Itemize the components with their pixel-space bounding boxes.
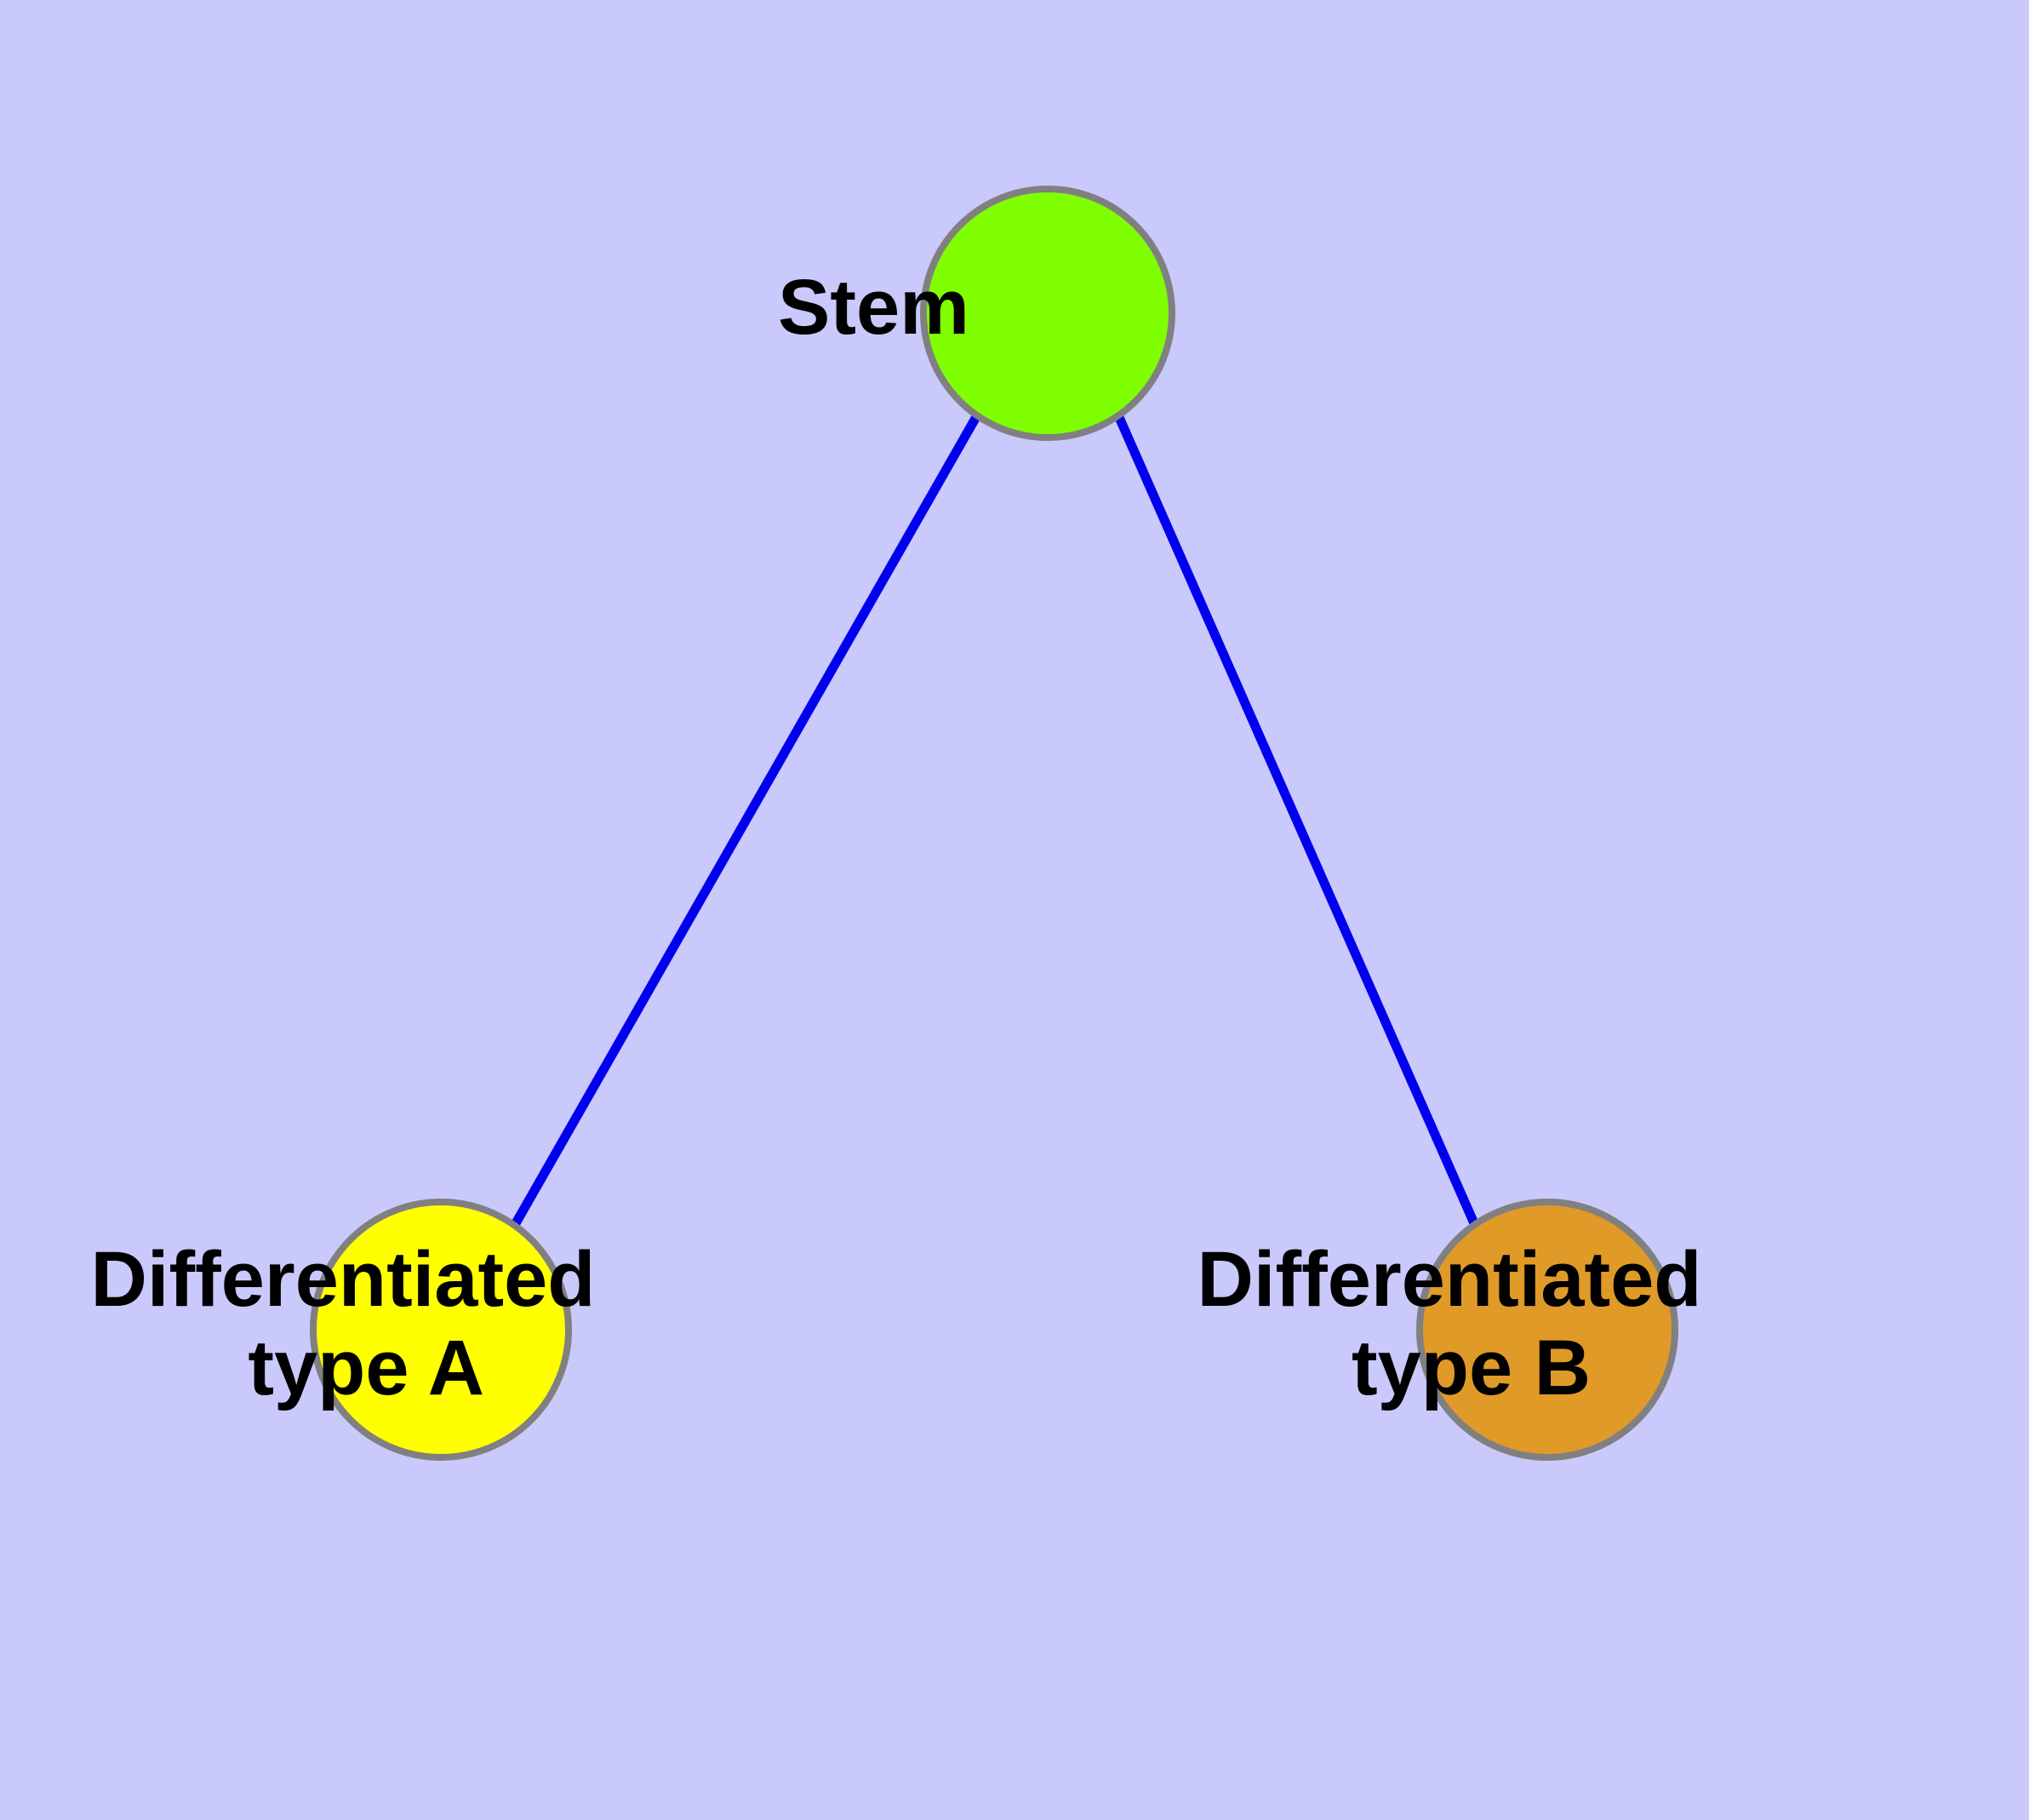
node-differentiated-type-b-circle[interactable] (1416, 1199, 1678, 1461)
node-stem-label: Stem (778, 0, 1317, 351)
edge-stem-to-differentiated-type-a[interactable] (512, 413, 981, 1226)
edges-layer (512, 413, 1479, 1226)
node-differentiated-type-b-label: Differentiated type B (1197, 0, 1897, 1411)
node-stem-circle[interactable] (920, 186, 1175, 441)
node-differentiated-type-a-circle[interactable] (310, 1199, 572, 1461)
node-differentiated-type-b-label-line1: Differentiated (1197, 1236, 1701, 1323)
labels-layer: Stem Differentiated type A Differentiate… (90, 0, 1897, 1411)
edge-stem-to-differentiated-type-b[interactable] (1113, 413, 1479, 1226)
nodes-layer (310, 186, 1678, 1461)
node-differentiated-type-a-label-line1: Differentiated (90, 1236, 595, 1323)
node-differentiated-type-a-label: Differentiated type A (90, 0, 791, 1411)
node-differentiated-type-b-label-line2: type B (1352, 1325, 1591, 1411)
node-stem-label-line1: Stem (778, 264, 969, 351)
node-differentiated-type-a-label-line2: type A (248, 1325, 483, 1411)
